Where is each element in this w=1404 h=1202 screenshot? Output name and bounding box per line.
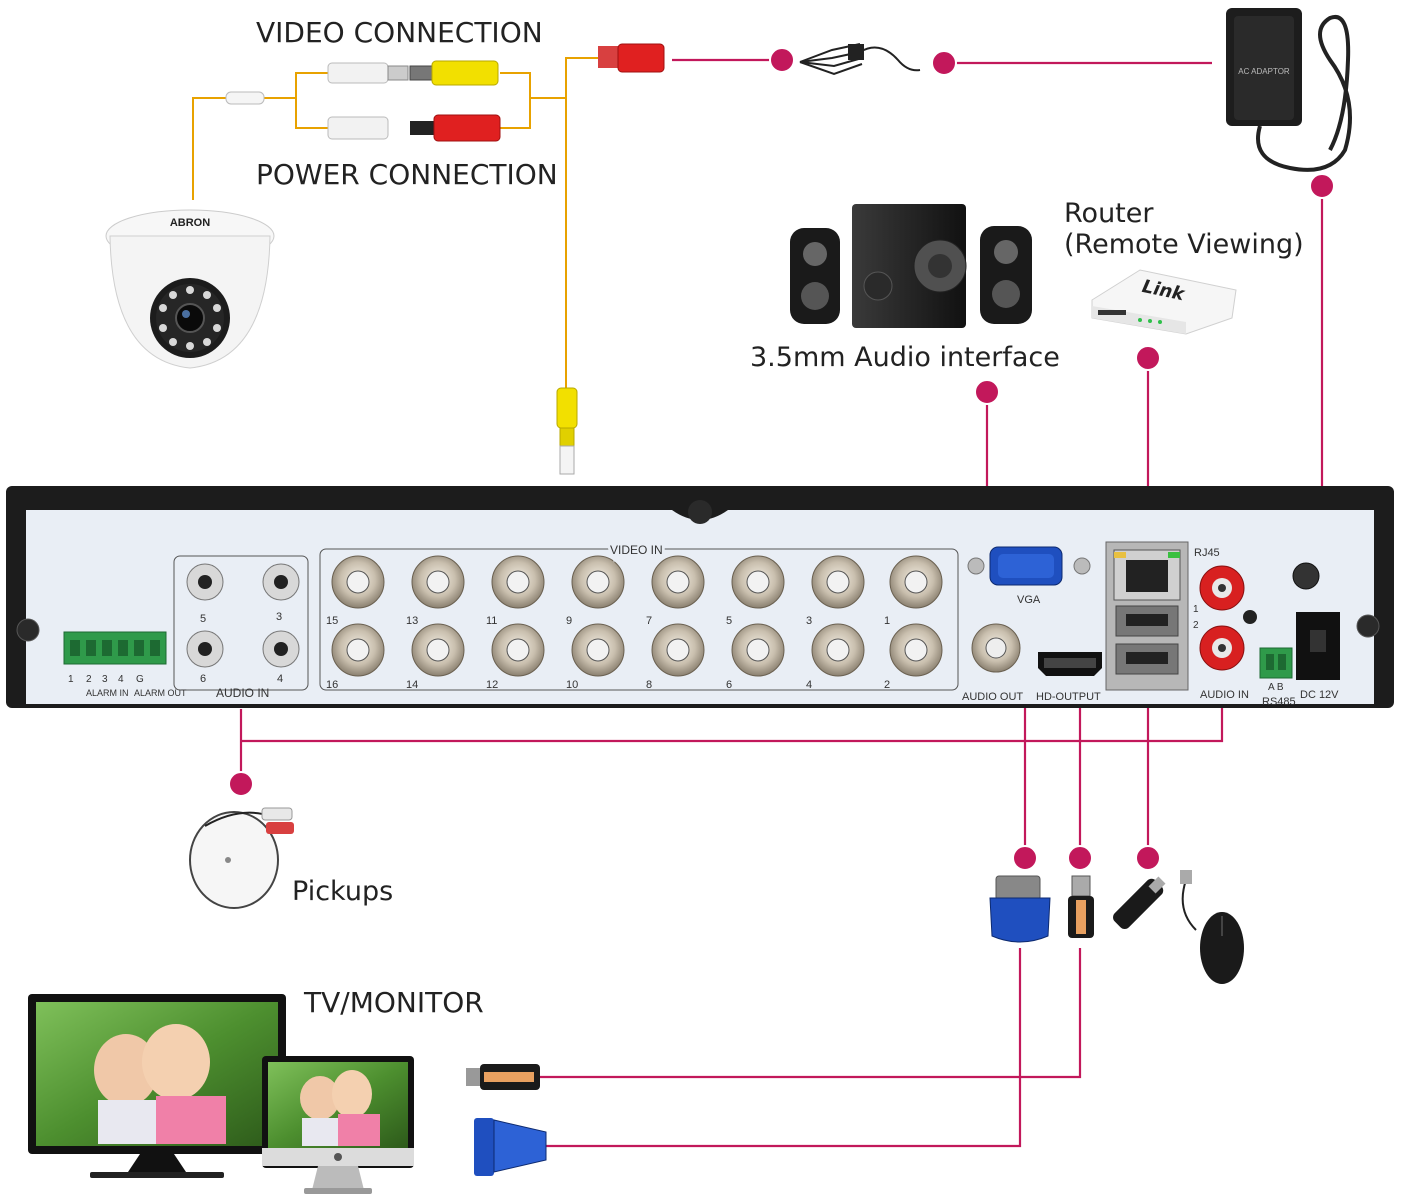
bnc-center — [426, 570, 450, 594]
bnc-center — [346, 638, 370, 662]
vga-plug — [989, 875, 1051, 943]
router-label-line1: Router — [1064, 198, 1154, 229]
bnc-channel-number: 5 — [726, 615, 732, 627]
bnc-center — [666, 570, 690, 594]
bnc-center — [586, 638, 610, 662]
video-connection-label: VIDEO CONNECTION — [256, 16, 543, 49]
dvr-labels: VIDEO IN AUDIO IN ALARM IN ALARM OUT 1 2… — [68, 540, 1339, 708]
bnc-channel-number: 11 — [486, 615, 497, 627]
camera-brand: ABRON — [170, 217, 210, 229]
audio-interface-label: 3.5mm Audio interface — [750, 342, 1060, 373]
bnc-center — [746, 638, 770, 662]
audio-in-label: AUDIO IN — [216, 686, 269, 700]
audio-ch-6: 6 — [200, 673, 206, 685]
usb-drive — [1113, 876, 1166, 929]
video-in-label: VIDEO IN — [610, 543, 663, 557]
dc12v-label: DC 12V — [1300, 689, 1339, 701]
speakers — [790, 204, 1032, 328]
bnc-channel-number: 9 — [566, 615, 572, 627]
hd-output-label: HD-OUTPUT — [1036, 691, 1101, 703]
alarm-pin-2: 2 — [86, 674, 92, 685]
bnc-center — [506, 638, 530, 662]
bnc-channel-number: 7 — [646, 615, 652, 627]
bnc-center — [346, 570, 370, 594]
bnc-center — [826, 570, 850, 594]
audio-out-label: AUDIO OUT — [962, 691, 1023, 703]
camera-cable — [192, 57, 600, 390]
monitor-hdmi-plug — [466, 1064, 540, 1090]
audio-ch-3: 3 — [276, 611, 282, 623]
adapter-label: AC ADAPTOR — [1238, 67, 1290, 76]
bnc-center — [426, 638, 450, 662]
router: Link — [1091, 269, 1237, 335]
usb-num-1: 1 — [1193, 604, 1199, 615]
tv-monitor — [28, 994, 414, 1194]
vga-label: VGA — [1017, 594, 1041, 606]
audio-in-jacks — [186, 563, 300, 668]
power-splitter — [799, 43, 921, 76]
bnc-channel-number: 8 — [646, 679, 652, 691]
alarm-out-label: ALARM OUT — [134, 688, 187, 698]
power-adapter: AC ADAPTOR — [1226, 8, 1352, 172]
bnc-channel-number: 10 — [566, 679, 578, 691]
cable-connectors — [225, 43, 665, 475]
bnc-channel-number: 6 — [726, 679, 732, 691]
alarm-in-label: ALARM IN — [86, 688, 129, 698]
router-label-line2: (Remote Viewing) — [1064, 229, 1304, 260]
alarm-pin-1: 1 — [68, 674, 74, 685]
bnc-channel-number: 12 — [486, 679, 498, 691]
bnc-center — [826, 638, 850, 662]
bnc-channel-number: 3 — [806, 615, 812, 627]
pickup-microphone — [189, 807, 294, 909]
hdmi-plug — [1068, 875, 1094, 938]
bnc-channel-number: 1 — [884, 615, 890, 627]
rs485-pins: A B — [1268, 682, 1284, 693]
rj45-label: RJ45 — [1194, 547, 1220, 559]
bnc-channel-number: 4 — [806, 679, 812, 691]
tv-monitor-label: TV/MONITOR — [304, 986, 484, 1019]
rs485-label: RS485 — [1262, 696, 1296, 708]
bnc-channel-number: 2 — [884, 679, 890, 691]
bnc-center — [746, 570, 770, 594]
alarm-pin-3: 3 — [102, 674, 108, 685]
pickups-label: Pickups — [292, 876, 394, 907]
bnc-channel-number: 16 — [326, 679, 338, 691]
bnc-center — [666, 638, 690, 662]
usb-num-2: 2 — [1193, 620, 1199, 631]
audio-in-right-label: AUDIO IN — [1200, 689, 1249, 701]
bnc-channel-number: 13 — [406, 615, 418, 627]
bnc-center — [904, 638, 928, 662]
bnc-center — [904, 570, 928, 594]
audio-ch-4: 4 — [277, 673, 283, 685]
monitor-vga-plug — [474, 1118, 547, 1176]
bnc-center — [506, 570, 530, 594]
dome-camera: ABRON — [105, 209, 275, 369]
bnc-channel-number: 15 — [326, 615, 338, 627]
power-connection-label: POWER CONNECTION — [256, 158, 558, 191]
alarm-pin-4: 4 — [118, 674, 124, 685]
mouse — [1180, 870, 1244, 984]
bnc-channel-number: 14 — [406, 679, 418, 691]
bnc-center — [586, 570, 610, 594]
video-in-bnc-connectors: 15 13 11 9 7 5 3 1 16 14 12 10 8 6 4 2 — [326, 555, 943, 691]
audio-ch-5: 5 — [200, 613, 206, 625]
alarm-pin-g: G — [136, 674, 144, 685]
